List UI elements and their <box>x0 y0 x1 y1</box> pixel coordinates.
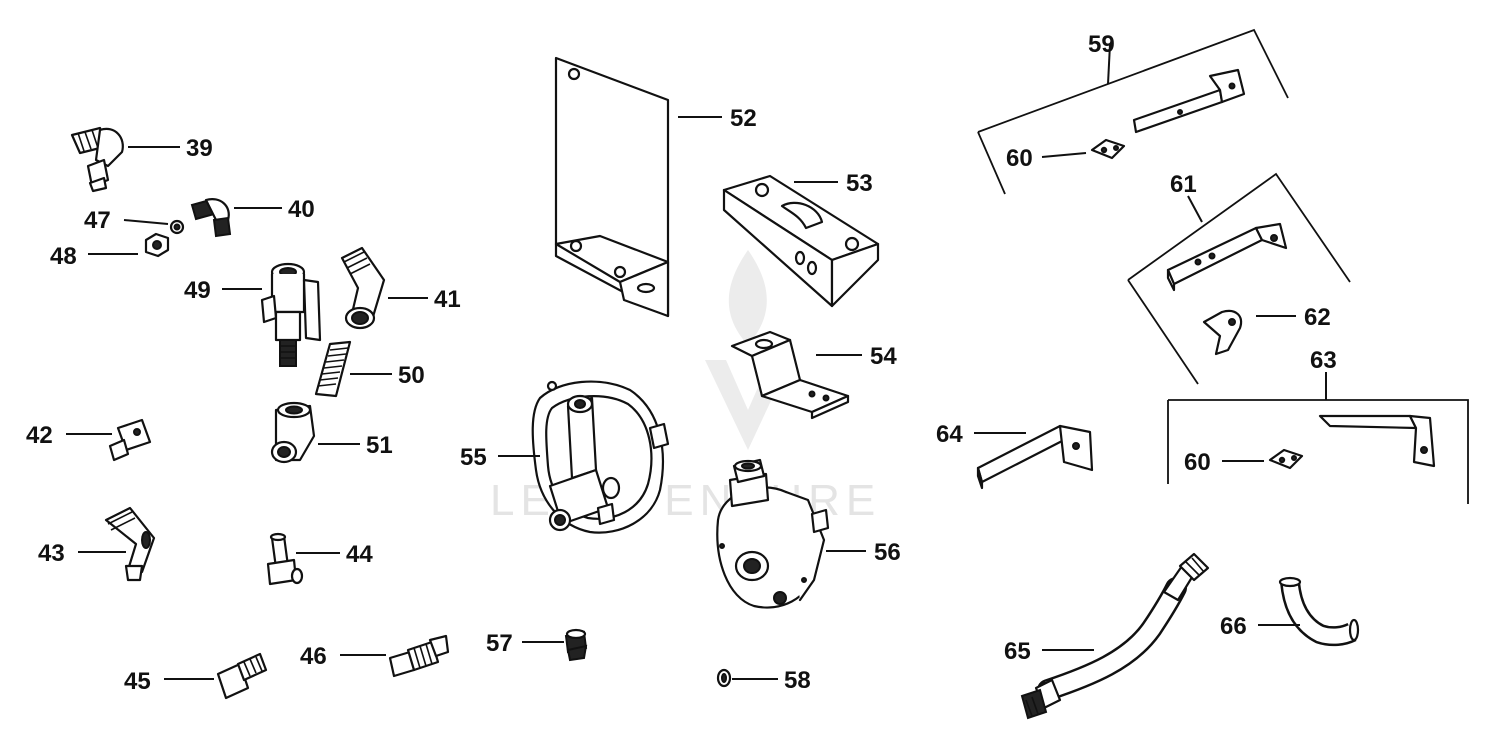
part-60-clip-b <box>1268 448 1304 470</box>
part-62-clamp <box>1202 309 1243 356</box>
callout-65: 65 <box>1004 638 1031 665</box>
callout-44: 44 <box>346 541 373 568</box>
callout-40: 40 <box>288 196 315 223</box>
callout-62: 62 <box>1304 304 1331 331</box>
callout-64: 64 <box>936 421 963 448</box>
part-44-small-elbow <box>266 532 304 586</box>
part-54-strap-bracket <box>730 330 850 420</box>
callout-51: 51 <box>366 432 393 459</box>
callout-41: 41 <box>434 286 461 313</box>
callout-55: 55 <box>460 444 487 471</box>
part-64-angle-bracket <box>976 424 1094 490</box>
callout-43: 43 <box>38 540 65 567</box>
callout-49: 49 <box>184 277 211 304</box>
part-43-elbow <box>104 506 156 582</box>
part-57-plug <box>564 628 588 662</box>
callout-53: 53 <box>846 170 873 197</box>
part-58-o-ring <box>716 668 732 688</box>
part-45-adapter <box>216 652 268 700</box>
part-40-fitting <box>190 198 232 238</box>
callout-42: 42 <box>26 422 53 449</box>
part-39-elbow-fitting <box>70 126 124 193</box>
kit-63-bracket <box>1318 414 1436 468</box>
callout-61: 61 <box>1170 171 1197 198</box>
callout-63: 63 <box>1310 347 1337 374</box>
callout-54: 54 <box>870 343 897 370</box>
part-52-mounting-plate <box>554 56 670 318</box>
callout-45: 45 <box>124 668 151 695</box>
part-46-flare-fitting <box>388 634 450 678</box>
callout-60b: 60 <box>1184 449 1211 476</box>
part-47-ring <box>169 219 185 235</box>
callout-66: 66 <box>1220 613 1247 640</box>
callout-46: 46 <box>300 643 327 670</box>
part-42-block-fitting <box>108 418 152 462</box>
kit-61-angle-bracket <box>1166 222 1288 292</box>
part-41-street-elbow <box>340 246 386 330</box>
kit-59-bracket <box>1132 68 1246 134</box>
watermark-flame-icon <box>705 250 790 450</box>
callout-48: 48 <box>50 243 77 270</box>
callout-50: 50 <box>398 362 425 389</box>
callout-59: 59 <box>1088 31 1115 58</box>
callout-58: 58 <box>784 667 811 694</box>
part-60-clip-a <box>1090 138 1126 160</box>
callout-56: 56 <box>874 539 901 566</box>
callout-52: 52 <box>730 105 757 132</box>
callout-60a: 60 <box>1006 145 1033 172</box>
part-49-shutoff-valve <box>260 262 322 367</box>
callout-57: 57 <box>486 630 513 657</box>
part-51-pipe-tee <box>270 401 316 464</box>
part-48-nut <box>144 232 170 258</box>
part-66-hose <box>1278 576 1360 647</box>
part-55-regulator <box>531 380 670 534</box>
part-65-flex-hose <box>1020 552 1210 720</box>
part-56-regulator <box>716 458 830 609</box>
callout-39: 39 <box>186 135 213 162</box>
callout-47: 47 <box>84 207 111 234</box>
part-53-bracket <box>722 174 880 308</box>
kit-61-box <box>1127 172 1351 385</box>
kit-59-box <box>977 28 1289 195</box>
part-50-pipe-nipple <box>314 340 352 398</box>
kit-63-box <box>1167 372 1469 504</box>
